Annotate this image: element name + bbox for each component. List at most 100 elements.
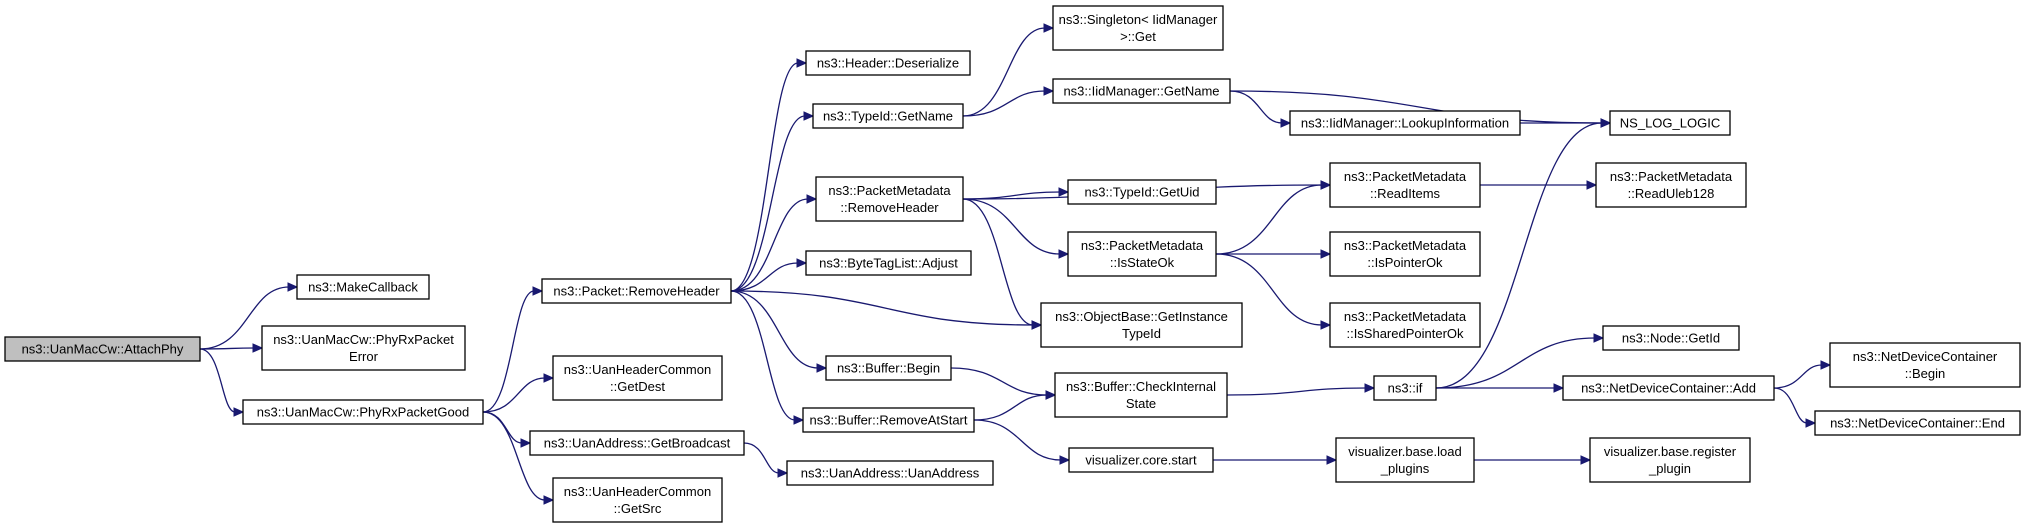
node-box (1067, 179, 1217, 205)
node-box (296, 274, 430, 300)
node-label: visualizer.base.register (1604, 444, 1737, 459)
node-box (812, 103, 964, 129)
node-box (552, 355, 723, 401)
node-box (1829, 342, 2021, 388)
edge-nsif-to-ndcadd (1435, 383, 1565, 393)
edge-vizstart-to-loadplugins (1212, 455, 1338, 465)
node-label: ns3::PacketMetadata (1610, 169, 1733, 184)
edge-removeheader-to-pmremove (730, 194, 818, 292)
node-box (1329, 162, 1481, 208)
edge-getbcast-to-uanaddr (743, 442, 789, 478)
node-box (1289, 110, 1521, 136)
node-btladjust[interactable]: ns3::ByteTagList::Adjust (805, 250, 972, 276)
node-attach[interactable]: ns3::UanMacCw::AttachPhy (4, 336, 201, 362)
edge-attach-to-rxerr (199, 343, 264, 353)
node-box (242, 399, 484, 425)
node-ndcbegin[interactable]: ns3::NetDeviceContainer::Begin (1829, 342, 2021, 388)
node-label: ::IsStateOk (1110, 255, 1175, 270)
node-label: _plugins (1380, 461, 1430, 476)
node-label: _plugin (1648, 461, 1691, 476)
node-label: ns3::NetDeviceContainer::End (1830, 416, 2005, 431)
node-getsrc[interactable]: ns3::UanHeaderCommon::GetSrc (552, 477, 723, 523)
edge-bufremove-to-vizstart (973, 419, 1071, 465)
node-nsif[interactable]: ns3::if (1373, 375, 1437, 401)
node-label: ns3::TypeId::GetUid (1085, 185, 1200, 200)
edge-removeheader-to-deserialize (730, 58, 808, 292)
node-box (802, 407, 975, 433)
node-rxgood[interactable]: ns3::UanMacCw::PhyRxPacketGood (242, 399, 484, 425)
edge-typeidname-to-singleton (962, 23, 1055, 117)
node-ispointerok[interactable]: ns3::PacketMetadata::IsPointerOk (1329, 231, 1481, 277)
node-box (261, 325, 466, 371)
node-singleton[interactable]: ns3::Singleton< IidManager >::Get (1052, 5, 1224, 51)
node-typeidname[interactable]: ns3::TypeId::GetName (812, 103, 964, 129)
node-label: ns3::UanMacCw::PhyRxPacketGood (257, 405, 469, 420)
node-label: ns3::ObjectBase::GetInstance (1055, 309, 1228, 324)
node-getdest[interactable]: ns3::UanHeaderCommon::GetDest (552, 355, 723, 401)
edge-ndcadd-to-ndcend (1773, 387, 1817, 428)
edge-removeheader-to-getinstance (730, 290, 1043, 330)
node-readitems[interactable]: ns3::PacketMetadata::ReadItems (1329, 162, 1481, 208)
node-label: ns3::NetDeviceContainer (1853, 349, 1998, 364)
node-box (1335, 437, 1475, 483)
node-lookup[interactable]: ns3::IidManager::LookupInformation (1289, 110, 1521, 136)
call-graph-nodes: ns3::UanMacCw::AttachPhy ns3::MakeCallbac… (4, 5, 2021, 523)
node-label: TypeId (1122, 326, 1161, 341)
node-label: ns3::Buffer::RemoveAtStart (810, 413, 968, 428)
node-nodegetid[interactable]: ns3::Node::GetId (1602, 325, 1740, 351)
node-label: ns3::Header::Deserialize (817, 56, 959, 71)
node-isstateok[interactable]: ns3::PacketMetadata::IsStateOk (1067, 231, 1217, 277)
node-vizstart[interactable]: visualizer.core.start (1068, 447, 1214, 473)
edge-bufbegin-to-checkinternal (950, 367, 1057, 400)
node-label: ns3::UanMacCw::AttachPhy (22, 342, 184, 357)
node-uanaddr[interactable]: ns3::UanAddress::UanAddress (786, 460, 994, 486)
edge-pmremove-to-isstateok (962, 198, 1070, 259)
node-removeheader[interactable]: ns3::Packet::RemoveHeader (541, 278, 732, 304)
node-ndcadd[interactable]: ns3::NetDeviceContainer::Add (1562, 375, 1775, 401)
node-pmremove[interactable]: ns3::PacketMetadata::RemoveHeader (815, 176, 964, 222)
node-label: ns3::PacketMetadata (1344, 169, 1467, 184)
node-getuid[interactable]: ns3::TypeId::GetUid (1067, 179, 1217, 205)
node-box (825, 355, 952, 381)
node-label: State (1126, 396, 1156, 411)
node-label: ns3::IidManager::GetName (1063, 84, 1219, 99)
node-makecb[interactable]: ns3::MakeCallback (296, 274, 430, 300)
node-label: ns3::ByteTagList::Adjust (819, 256, 958, 271)
node-getbcast[interactable]: ns3::UanAddress::GetBroadcast (529, 430, 745, 456)
node-label: ns3::Packet::RemoveHeader (553, 284, 720, 299)
node-nslog[interactable]: NS_LOG_LOGIC (1609, 110, 1731, 136)
node-box (1067, 231, 1217, 277)
node-box (1602, 325, 1740, 351)
node-box (1814, 410, 2021, 436)
node-label: ns3::if (1388, 381, 1423, 396)
node-box (805, 250, 972, 276)
node-box (529, 430, 745, 456)
edge-removeheader-to-bufremove (730, 290, 805, 425)
edge-attach-to-rxgood (199, 348, 245, 417)
node-deserialize[interactable]: ns3::Header::Deserialize (805, 50, 971, 76)
node-label: ns3::UanHeaderCommon (564, 362, 711, 377)
edge-loadplugins-to-regplugin (1473, 455, 1592, 465)
node-label: Error (349, 349, 379, 364)
node-readuleb[interactable]: ns3::PacketMetadata::ReadUleb128 (1595, 162, 1747, 208)
node-label: ns3::UanAddress::GetBroadcast (544, 436, 731, 451)
node-regplugin[interactable]: visualizer.base.register _plugin (1589, 437, 1751, 483)
node-issharedok[interactable]: ns3::PacketMetadata::IsSharedPointerOk (1329, 302, 1481, 348)
node-box (1373, 375, 1437, 401)
edge-removeheader-to-bufbegin (730, 290, 828, 373)
node-bufremove[interactable]: ns3::Buffer::RemoveAtStart (802, 407, 975, 433)
node-label: ::ReadUleb128 (1628, 186, 1715, 201)
node-bufbegin[interactable]: ns3::Buffer::Begin (825, 355, 952, 381)
node-label: visualizer.core.start (1085, 453, 1197, 468)
node-label: ns3::Buffer::CheckInternal (1066, 379, 1216, 394)
node-label: ns3::PacketMetadata (828, 183, 951, 198)
node-loadplugins[interactable]: visualizer.base.load_plugins (1335, 437, 1475, 483)
node-box (1329, 302, 1481, 348)
node-box (541, 278, 732, 304)
node-iidname[interactable]: ns3::IidManager::GetName (1052, 78, 1231, 104)
node-ndcend[interactable]: ns3::NetDeviceContainer::End (1814, 410, 2021, 436)
call-graph-edges (199, 23, 1832, 505)
